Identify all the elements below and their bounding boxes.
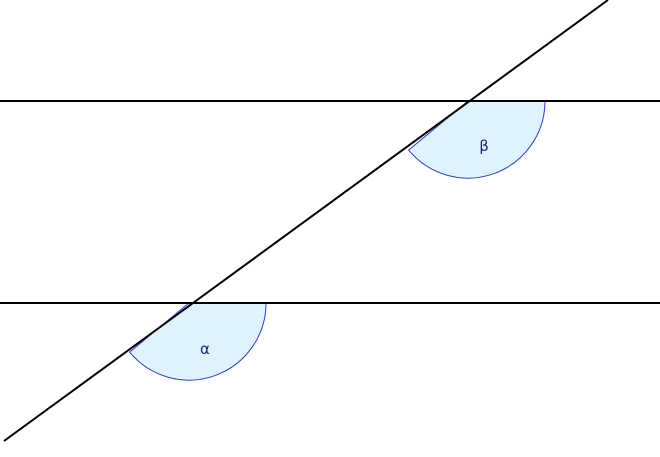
- angle-label-beta: β: [479, 137, 489, 155]
- angle-arc-beta: [407, 100, 546, 179]
- angle-label-alpha: α: [200, 340, 210, 358]
- angle-arc-alpha: [128, 302, 267, 381]
- transversal-line: [3, 0, 609, 442]
